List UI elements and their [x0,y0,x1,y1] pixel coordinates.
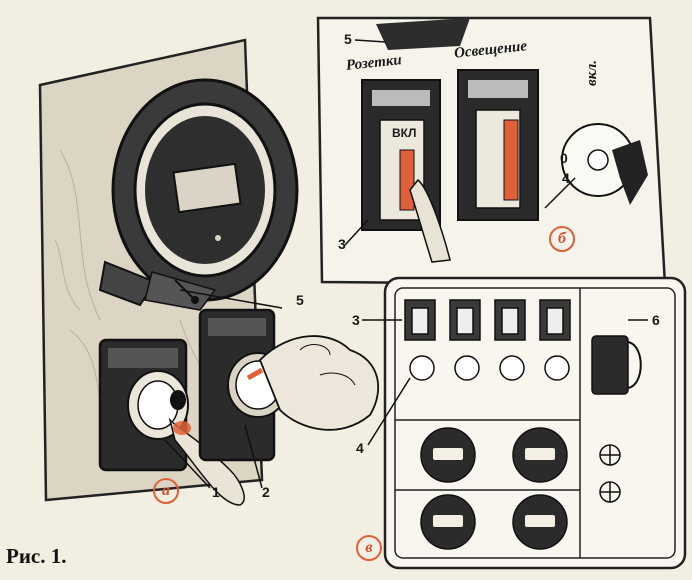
side-clamp [591,335,642,395]
callout-4-panel-c: 4 [356,440,364,456]
callout-2: 2 [262,484,270,500]
circuit-breaker-lighting [457,69,539,221]
figure-caption: Рис. 1. [6,544,67,568]
callout-4-panel-b: 4 [562,170,570,186]
callout-1: 1 [212,484,220,500]
panel-c-marker: в [356,535,382,561]
zero-label: 0 [560,150,568,166]
terminal-screws [599,444,621,503]
fuse-row [404,299,571,341]
electricity-meter [98,78,299,311]
callout-5-panel-a: 5 [296,292,304,308]
rotary-switch [561,123,648,205]
circuit-breaker-sockets [361,79,451,263]
on-label: вкл. [584,59,600,86]
callout-6: 6 [652,312,660,328]
switch-on-label: ВКЛ [392,126,417,140]
callout-3-panel-b: 3 [338,236,346,252]
callout-3-panel-c: 3 [352,312,360,328]
knob-row [409,355,570,381]
panel-c-box [362,276,687,570]
panel-a-board [38,38,379,506]
callout-5-panel-b: 5 [344,31,352,47]
panel-b-marker: б [549,226,575,252]
panel-b-board [316,16,667,287]
panel-a-marker: а [153,478,179,504]
fuse-plug-right [198,308,289,462]
